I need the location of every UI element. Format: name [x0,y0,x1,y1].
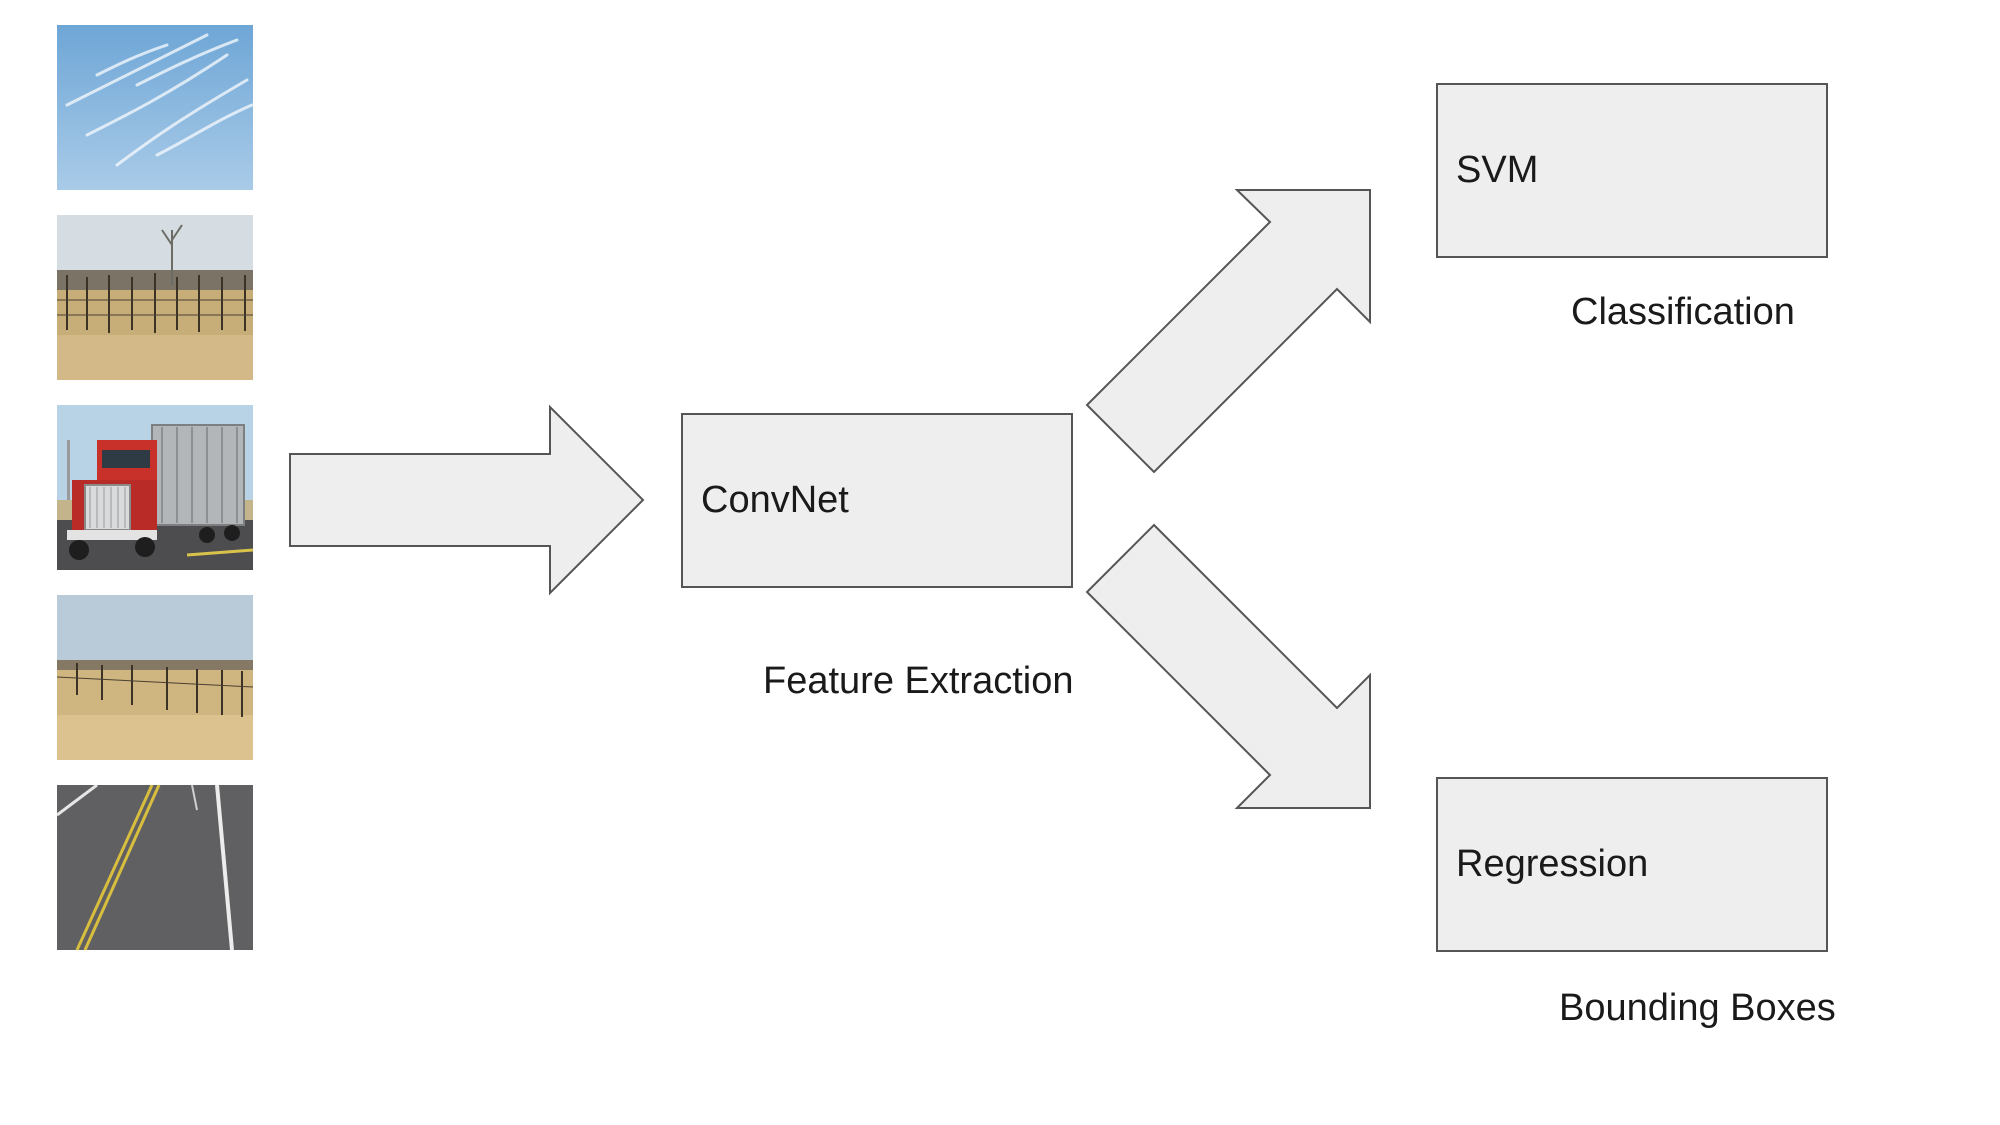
convnet-box: ConvNet [681,413,1073,588]
classification-caption: Classification [1571,291,1795,333]
convnet-label: ConvNet [701,479,849,521]
feature-extraction-caption: Feature Extraction [763,660,1074,702]
input-image-sky [57,25,253,190]
regression-box: Regression [1436,777,1828,952]
input-image-road [57,785,253,950]
bounding-boxes-caption: Bounding Boxes [1559,987,1836,1029]
input-image-fence-field [57,215,253,380]
arrow-right [289,404,645,596]
input-image-truck [57,405,253,570]
arrow-down-right [1085,523,1371,809]
svm-label: SVM [1456,149,1539,191]
arrow-up-right [1085,189,1371,474]
svm-box: SVM [1436,83,1828,258]
input-image-grassland [57,595,253,760]
regression-label: Regression [1456,843,1649,885]
